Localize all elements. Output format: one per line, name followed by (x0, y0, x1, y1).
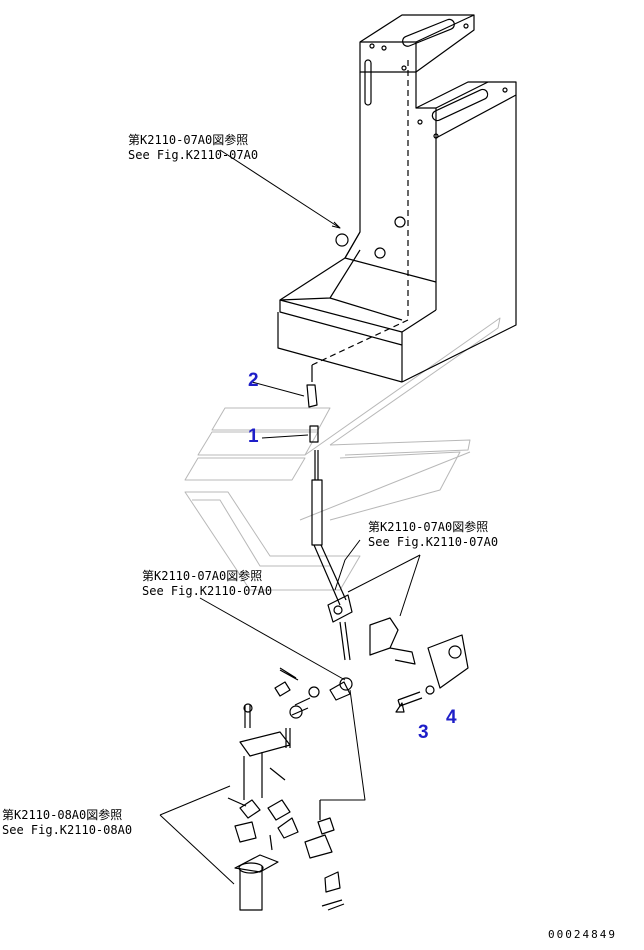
watermark-logo (184, 317, 501, 591)
part-number-3: 3 (418, 722, 429, 743)
leader-lines (159, 149, 421, 885)
linkage-parts (227, 667, 353, 911)
reference-label-4-en: See Fig.K2110-08A0 (2, 823, 133, 837)
control-lever (306, 365, 353, 661)
reference-label-2-jp: 第K2110-07A0図参照 (368, 520, 489, 534)
bracket-assembly (369, 617, 469, 713)
reference-label-4-jp: 第K2110-08A0図参照 (2, 808, 123, 822)
reference-label-3-en: See Fig.K2110-07A0 (142, 584, 273, 598)
reference-label-1-en: See Fig.K2110-07A0 (128, 148, 259, 162)
reference-label-3-jp: 第K2110-07A0図参照 (142, 569, 263, 583)
document-number: 00024849 (548, 928, 617, 941)
part-number-4: 4 (446, 707, 457, 728)
reference-label-2-en: See Fig.K2110-07A0 (368, 535, 499, 549)
part-number-2: 2 (248, 370, 259, 391)
console-housing (277, 14, 517, 383)
reference-label-1-jp: 第K2110-07A0図参照 (128, 133, 249, 147)
part-number-1: 1 (248, 426, 259, 447)
